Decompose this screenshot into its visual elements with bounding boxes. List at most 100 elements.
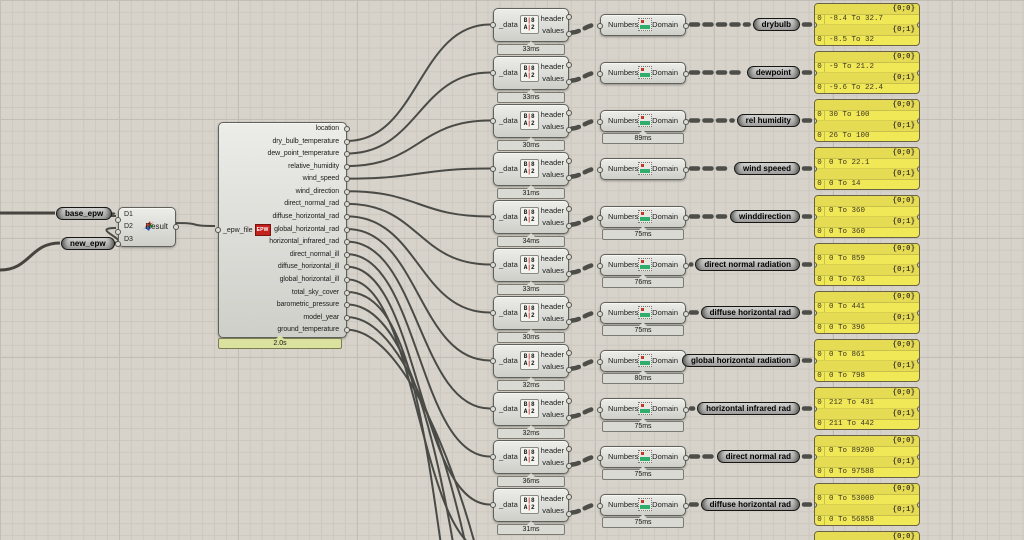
numbers-input-port[interactable]: [597, 454, 603, 461]
bounds-domain-component[interactable]: Numbers Domain: [597, 13, 689, 36]
panel-output-port[interactable]: [917, 70, 919, 76]
epw-output-port[interactable]: [344, 176, 350, 183]
data-input-port[interactable]: [490, 261, 496, 268]
epw-output-port[interactable]: [344, 226, 350, 233]
data-input-port[interactable]: [490, 69, 496, 76]
separate-data-component[interactable]: _data B|8 A|2 header values: [490, 487, 572, 522]
numbers-input-port[interactable]: [597, 310, 603, 317]
panel-output-port[interactable]: [917, 214, 919, 220]
values-output-port[interactable]: [566, 414, 572, 421]
data-input-port[interactable]: [490, 117, 496, 124]
panel-output-port[interactable]: [917, 358, 919, 364]
domain-panel[interactable]: {0;0} 0 -8.4 To 32.7 {0;1} 0 -8.5 To 32: [814, 3, 920, 46]
epw-output-port[interactable]: [344, 314, 350, 321]
label-tag[interactable]: horizontal infrared rad: [697, 402, 800, 415]
separate-data-component[interactable]: _data B|8 A|2 header values: [490, 55, 572, 90]
header-output-port[interactable]: [566, 301, 572, 308]
domain-panel[interactable]: {0;0} 0 0 To 441 {0;1} 0 0 To 396: [814, 291, 920, 334]
values-output-port[interactable]: [566, 30, 572, 37]
numbers-input-port[interactable]: [597, 262, 603, 269]
epw-output-port[interactable]: [344, 214, 350, 221]
bounds-domain-component[interactable]: Numbers Domain: [597, 157, 689, 180]
epw-output-port[interactable]: [344, 264, 350, 271]
separate-data-component[interactable]: _data B|8 A|2 header values: [490, 343, 572, 378]
input-port-d2[interactable]: [115, 229, 121, 235]
header-output-port[interactable]: [566, 157, 572, 164]
data-input-port[interactable]: [490, 309, 496, 316]
epw-output-port[interactable]: [344, 289, 350, 296]
values-output-port[interactable]: [566, 78, 572, 85]
bounds-domain-component[interactable]: Numbers Domain: [597, 397, 689, 420]
values-output-port[interactable]: [566, 318, 572, 325]
numbers-input-port[interactable]: [597, 406, 603, 413]
bounds-domain-component[interactable]: Numbers Domain: [597, 349, 689, 372]
domain-panel[interactable]: {0;0} 0 0 To 89200 {0;1} 0 0 To 97588: [814, 435, 920, 478]
label-tag[interactable]: wind speeed: [733, 162, 800, 175]
result-output-port[interactable]: [173, 224, 179, 230]
panel-output-port[interactable]: [917, 406, 919, 412]
data-input-port[interactable]: [490, 21, 496, 28]
result-component[interactable]: D1 D2 D3 Result: [115, 207, 179, 247]
header-output-port[interactable]: [566, 253, 572, 260]
domain-output-port[interactable]: [683, 454, 689, 461]
separate-data-component[interactable]: _data B|8 A|2 header values: [490, 247, 572, 282]
numbers-input-port[interactable]: [597, 358, 603, 365]
separate-data-component[interactable]: _data B|8 A|2 header values: [490, 439, 572, 474]
domain-output-port[interactable]: [683, 22, 689, 29]
data-input-port[interactable]: [490, 213, 496, 220]
panel-output-port[interactable]: [917, 262, 919, 268]
domain-output-port[interactable]: [683, 214, 689, 221]
domain-output-port[interactable]: [683, 166, 689, 173]
epw-output-port[interactable]: [344, 126, 350, 132]
domain-panel[interactable]: {0;0} 0 0 To 859 {0;1} 0 0 To 763: [814, 243, 920, 286]
bounds-domain-component[interactable]: Numbers Domain: [597, 445, 689, 468]
header-output-port[interactable]: [566, 13, 572, 20]
label-tag[interactable]: dewpoint: [746, 66, 800, 79]
panel-output-port[interactable]: [917, 454, 919, 460]
data-input-port[interactable]: [490, 501, 496, 508]
epw-output-port[interactable]: [344, 138, 350, 145]
separate-data-component[interactable]: _data B|8 A|2 header values: [490, 295, 572, 330]
values-output-port[interactable]: [566, 366, 572, 373]
label-tag[interactable]: diffuse horizontal rad: [700, 306, 800, 319]
label-tag[interactable]: direct normal rad: [716, 450, 800, 463]
values-output-port[interactable]: [566, 222, 572, 229]
label-tag[interactable]: winddirection: [730, 210, 800, 223]
numbers-input-port[interactable]: [597, 70, 603, 77]
separate-data-component[interactable]: _data B|8 A|2 header values: [490, 7, 572, 42]
values-output-port[interactable]: [566, 510, 572, 517]
values-output-port[interactable]: [566, 270, 572, 277]
param-capsule-base-epw[interactable]: base_epw: [56, 206, 113, 220]
bounds-domain-component[interactable]: Numbers Domain: [597, 253, 689, 276]
epw-output-port[interactable]: [344, 201, 350, 208]
domain-output-port[interactable]: [683, 406, 689, 413]
header-output-port[interactable]: [566, 109, 572, 116]
values-output-port[interactable]: [566, 462, 572, 469]
data-input-port[interactable]: [490, 405, 496, 412]
domain-output-port[interactable]: [683, 310, 689, 317]
domain-panel[interactable]: {0;0} 0 0 To 861 {0;1} 0 0 To 798: [814, 339, 920, 382]
panel-output-port[interactable]: [917, 310, 919, 316]
epw-output-port[interactable]: [344, 188, 350, 195]
epw-file-input-port[interactable]: [215, 227, 221, 233]
domain-output-port[interactable]: [683, 502, 689, 509]
numbers-input-port[interactable]: [597, 502, 603, 509]
param-capsule-new-epw[interactable]: new_epw: [61, 236, 115, 250]
numbers-input-port[interactable]: [597, 22, 603, 29]
input-port-d1[interactable]: [115, 217, 121, 223]
epw-output-port[interactable]: [344, 251, 350, 258]
data-input-port[interactable]: [490, 165, 496, 172]
panel-output-port[interactable]: [917, 166, 919, 172]
label-tag[interactable]: drybulb: [752, 18, 800, 31]
domain-panel[interactable]: {0;0} 0 0 To 22.1 {0;1} 0 0 To 14: [814, 147, 920, 190]
domain-panel[interactable]: {0;0} 0 0 To 53000 {0;1} 0 0 To 56858: [814, 483, 920, 526]
header-output-port[interactable]: [566, 61, 572, 68]
data-input-port[interactable]: [490, 453, 496, 460]
values-output-port[interactable]: [566, 174, 572, 181]
numbers-input-port[interactable]: [597, 118, 603, 125]
separate-data-component[interactable]: _data B|8 A|2 header values: [490, 391, 572, 426]
domain-output-port[interactable]: [683, 70, 689, 77]
bounds-domain-component[interactable]: Numbers Domain: [597, 61, 689, 84]
separate-data-component[interactable]: _data B|8 A|2 header values: [490, 199, 572, 234]
